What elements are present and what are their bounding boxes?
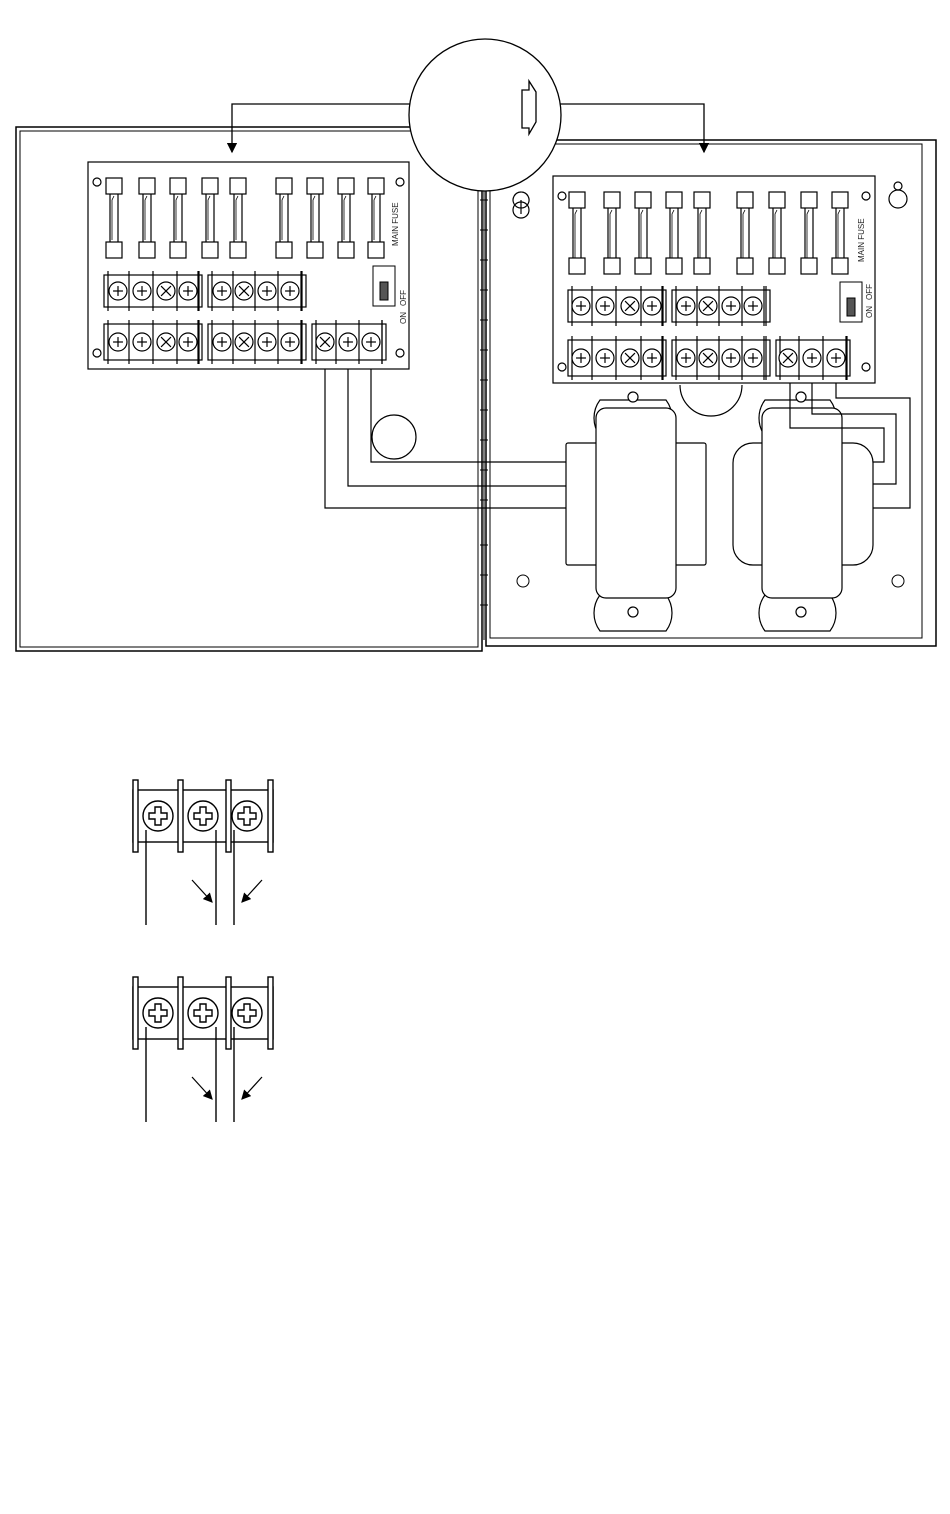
terminal-screw-icon <box>677 349 695 367</box>
terminal-detail-2 <box>133 977 273 1122</box>
switch-on-label: ON <box>865 306 874 318</box>
terminal-screw-icon <box>803 349 821 367</box>
terminal-screw-icon <box>157 282 175 300</box>
terminal-screw-icon <box>109 333 127 351</box>
mount-hole <box>892 575 904 587</box>
terminal-screw-icon <box>643 349 661 367</box>
terminal-strip <box>568 336 850 380</box>
terminal-screw-icon <box>316 333 334 351</box>
power-switch[interactable] <box>373 266 395 306</box>
terminal-screw-icon <box>179 282 197 300</box>
terminal-detail-1 <box>133 780 273 925</box>
switch-on-label: ON <box>399 312 408 324</box>
terminal-screw-icon <box>699 297 717 315</box>
terminal-screw-icon <box>143 998 173 1028</box>
terminal-screw-icon <box>596 349 614 367</box>
knockout-hole <box>372 415 416 459</box>
terminal-screw-icon <box>621 297 639 315</box>
terminal-screw-icon <box>677 297 695 315</box>
power-switch[interactable] <box>840 282 862 322</box>
terminal-screw-icon <box>281 333 299 351</box>
terminal-screw-icon <box>339 333 357 351</box>
keyhole-slot-left <box>513 192 529 218</box>
switch-off-label: OFF <box>865 284 874 300</box>
terminal-screw-icon <box>235 333 253 351</box>
terminal-screw-icon <box>572 297 590 315</box>
arrow-icon <box>242 880 262 902</box>
terminal-screw-icon <box>362 333 380 351</box>
terminal-screw-icon <box>744 297 762 315</box>
terminal-screw-icon <box>744 349 762 367</box>
terminal-screw-icon <box>643 297 661 315</box>
terminal-screw-icon <box>232 998 262 1028</box>
terminal-screw-icon <box>109 282 127 300</box>
terminal-screw-icon <box>143 801 173 831</box>
terminal-screw-icon <box>232 801 262 831</box>
arrow-icon <box>242 1077 262 1099</box>
terminal-screw-icon <box>133 333 151 351</box>
mount-hole <box>517 575 529 587</box>
terminal-screw-icon <box>188 998 218 1028</box>
arrow-icon <box>192 1077 212 1099</box>
terminal-screw-icon <box>258 282 276 300</box>
terminal-screw-icon <box>258 333 276 351</box>
terminal-screw-icon <box>621 349 639 367</box>
keyhole-slot-right <box>889 182 907 208</box>
main-fuse-label: MAIN FUSE <box>857 218 866 262</box>
terminal-screw-icon <box>188 801 218 831</box>
terminal-screw-icon <box>213 333 231 351</box>
terminal-screw-icon <box>722 297 740 315</box>
terminal-strip <box>104 320 386 364</box>
terminal-screw-icon <box>133 282 151 300</box>
terminal-screw-icon <box>179 333 197 351</box>
terminal-screw-icon <box>235 282 253 300</box>
terminal-screw-icon <box>572 349 590 367</box>
switch-off-label: OFF <box>399 290 408 306</box>
terminal-screw-icon <box>213 282 231 300</box>
transformer-left <box>566 392 706 631</box>
terminal-screw-icon <box>281 282 299 300</box>
terminal-screw-icon <box>827 349 845 367</box>
terminal-screw-icon <box>722 349 740 367</box>
terminal-screw-icon <box>157 333 175 351</box>
terminal-screw-icon <box>699 349 717 367</box>
terminal-screw-icon <box>779 349 797 367</box>
terminal-screw-icon <box>596 297 614 315</box>
arrow-icon <box>192 880 212 902</box>
main-fuse-label: MAIN FUSE <box>391 202 400 246</box>
knockout-hole <box>680 385 742 416</box>
